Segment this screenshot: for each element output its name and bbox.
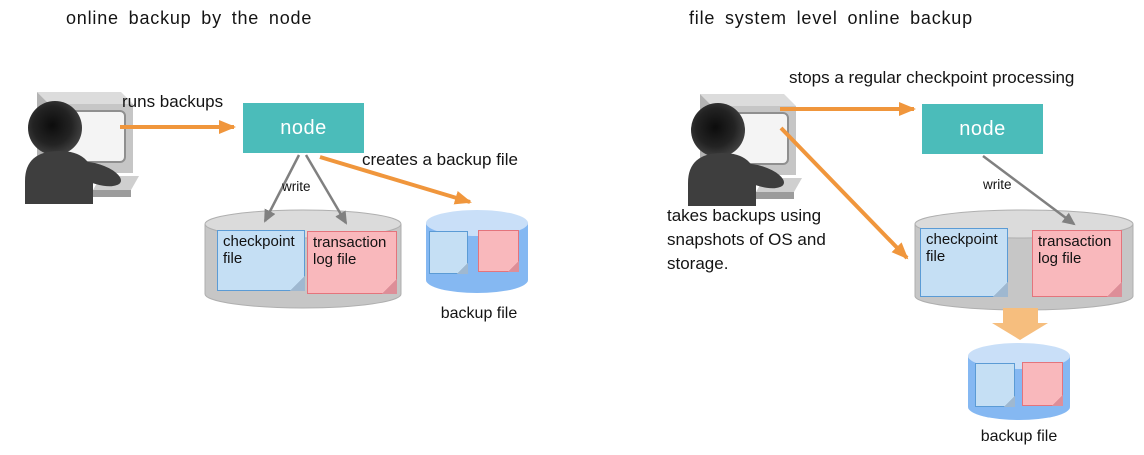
backup-transaction-note [478, 230, 519, 272]
backup-checkpoint-note [429, 231, 468, 274]
node-box-left: node [243, 103, 364, 153]
write-label-left: write [282, 179, 311, 194]
write-arrow-checkpoint [263, 154, 301, 223]
user-at-computer-icon [25, 92, 139, 204]
right-diagram-title: file system level online backup [689, 8, 973, 28]
user-at-computer-icon [688, 94, 802, 206]
write-label-right: write [983, 177, 1012, 192]
snapshot-backup-block-arrow [992, 308, 1048, 340]
takes-backups-line-3: storage. [667, 254, 729, 273]
left-diagram-title: online backup by the node [66, 8, 313, 28]
node-box-right: node [922, 104, 1043, 154]
creates-backup-file-arrow [319, 155, 472, 205]
takes-backups-line-1: takes backups using [667, 206, 822, 225]
creates-backup-file-label: creates a backup file [362, 150, 518, 169]
stops-checkpoint-label: stops a regular checkpoint processing [789, 68, 1075, 87]
checkpoint-file-note: checkpoint file [920, 228, 1008, 297]
runs-backups-label: runs backups [122, 92, 224, 111]
checkpoint-file-note: checkpoint file [217, 230, 305, 291]
backup-transaction-note [1022, 362, 1063, 406]
takes-backups-line-2: snapshots of OS and [667, 230, 826, 249]
backup-file-label-right: backup file [980, 428, 1058, 445]
backup-checkpoint-note [975, 363, 1015, 407]
transaction-log-file-note: transaction log file [307, 231, 397, 294]
takes-backups-label: takes backups using snapshots of OS and … [667, 204, 826, 276]
takes-backups-arrow [779, 126, 909, 260]
write-arrow-transaction [304, 154, 348, 225]
transaction-log-file-note: transaction log file [1032, 230, 1122, 297]
backup-file-label-left: backup file [440, 305, 518, 322]
write-arrow-right [982, 154, 1076, 226]
